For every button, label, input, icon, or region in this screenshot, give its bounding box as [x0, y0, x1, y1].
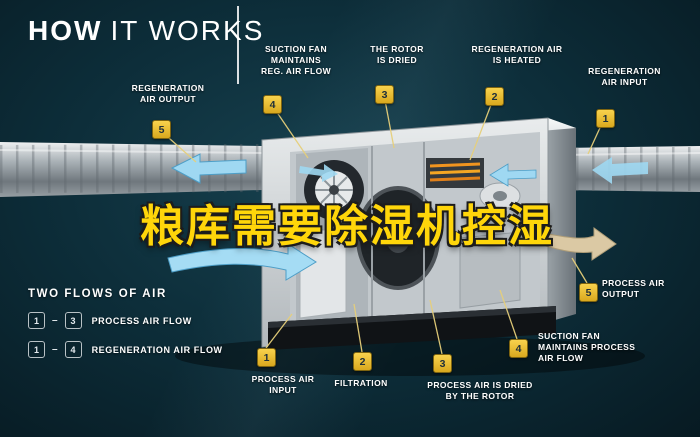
- badge-1-bottom: 1: [257, 348, 276, 367]
- regen-internal-arrow: [489, 163, 537, 187]
- callout-regeneration-air-input: REGENERATION AIR INPUT: [588, 66, 661, 88]
- regen-input-arrow: [592, 157, 648, 184]
- callout-process-air-input: PROCESS AIR INPUT: [251, 374, 315, 396]
- title-bold: HOW: [28, 15, 103, 46]
- callout-process-air-output: PROCESS AIR OUTPUT: [602, 278, 665, 300]
- legend-badge-from: 1: [28, 312, 45, 329]
- callout-rotor-dried: THE ROTOR IS DRIED: [370, 44, 424, 66]
- badge-1-top: 1: [596, 109, 615, 128]
- callout-process-air-dried: PROCESS AIR IS DRIED BY THE ROTOR: [427, 380, 533, 402]
- unit-base: [268, 306, 556, 350]
- callout-filtration: FILTRATION: [334, 378, 388, 388]
- heater: [426, 158, 484, 188]
- legend: TWO FLOWS OF AIR 1 – 3 PROCESS AIR FLOW …: [28, 288, 223, 358]
- legend-row-regeneration: 1 – 4 REGENERATION AIR FLOW: [28, 341, 223, 358]
- badge-5-bottom: 5: [579, 283, 598, 302]
- legend-label-process: PROCESS AIR FLOW: [91, 315, 192, 326]
- legend-heading: TWO FLOWS OF AIR: [28, 288, 167, 300]
- unit-side-face: [548, 118, 576, 322]
- badge-2-bottom: 2: [353, 352, 372, 371]
- callout-suction-fan-reg: SUCTION FAN MAINTAINS REG. AIR FLOW: [260, 44, 332, 77]
- regen-output-arrow: [170, 153, 247, 184]
- badge-5-top: 5: [152, 120, 171, 139]
- legend-dash: –: [52, 344, 58, 355]
- badge-4-bottom: 4: [509, 339, 528, 358]
- legend-badge-from: 1: [28, 341, 45, 358]
- legend-row-process: 1 – 3 PROCESS AIR FLOW: [28, 312, 223, 329]
- callout-suction-fan-process: SUCTION FAN MAINTAINS PROCESS AIR FLOW: [538, 331, 636, 364]
- legend-dash: –: [52, 315, 58, 326]
- badge-3-bottom: 3: [433, 354, 452, 373]
- internal-arrow: [299, 164, 338, 182]
- title-divider: [237, 6, 239, 84]
- legend-label-regeneration: REGENERATION AIR FLOW: [91, 344, 223, 355]
- legend-badge-to: 3: [64, 312, 82, 329]
- badge-2-top: 2: [485, 87, 504, 106]
- process-output-arrow: [545, 227, 617, 261]
- legend-badge-to: 4: [64, 341, 82, 358]
- airflow-arrows: [167, 153, 648, 281]
- process-input-arrow: [167, 243, 317, 281]
- title-light: IT WORKS: [110, 15, 265, 46]
- filter-box: [299, 227, 347, 319]
- badge-4-top: 4: [263, 95, 282, 114]
- overlay-headline: 粮库需要除湿机控湿: [140, 202, 554, 251]
- callout-regeneration-air-output: REGENERATION AIR OUTPUT: [131, 83, 205, 105]
- badge-3-top: 3: [375, 85, 394, 104]
- right-compartment: [459, 231, 521, 309]
- callout-regeneration-air-heated: REGENERATION AIR IS HEATED: [471, 44, 563, 66]
